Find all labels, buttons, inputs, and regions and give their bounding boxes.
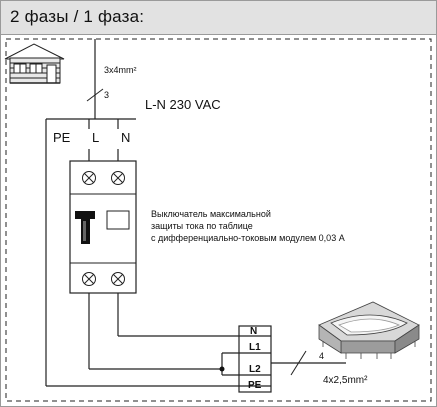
cable-in-cores: 3: [104, 90, 109, 100]
screw-terminal-icon: [82, 272, 96, 286]
screw-terminal-icon: [111, 272, 125, 286]
test-window: [106, 210, 130, 230]
supply-label: L-N 230 VAC: [145, 97, 221, 112]
cable-out-section: 4x2,5mm²: [323, 375, 368, 386]
breaker-note-line-3: с дифференциально-токовым модулем 0,03 А: [151, 233, 345, 243]
diagram-dashed-border: [5, 38, 432, 402]
cable-in-section: 3x4mm²: [104, 65, 137, 75]
switch-lever-icon: [75, 211, 95, 244]
bathtub-icon: [318, 301, 420, 359]
output-terminal-n: N: [250, 326, 257, 337]
screw-terminal-icon: [82, 171, 96, 185]
output-terminal-l1: L1: [249, 342, 261, 353]
breaker-note-line-2: защиты тока по таблице: [151, 221, 253, 231]
output-terminal-pe: PE: [248, 380, 262, 391]
input-terminal-pe: PE: [53, 130, 71, 145]
cable-out-cores: 4: [319, 351, 324, 361]
house-icon: [4, 43, 65, 84]
output-terminal-l2: L2: [249, 364, 261, 375]
terminal-block: [238, 325, 272, 393]
breaker-note-line-1: Выключатель максимальной: [151, 209, 271, 219]
header-bar: 2 фазы / 1 фаза:: [1, 1, 436, 35]
page-title: 2 фазы / 1 фаза:: [10, 7, 145, 26]
input-terminal-l: L: [92, 130, 99, 145]
input-terminal-n: N: [121, 130, 130, 145]
junction-dot: [219, 366, 225, 372]
screw-terminal-icon: [111, 171, 125, 185]
